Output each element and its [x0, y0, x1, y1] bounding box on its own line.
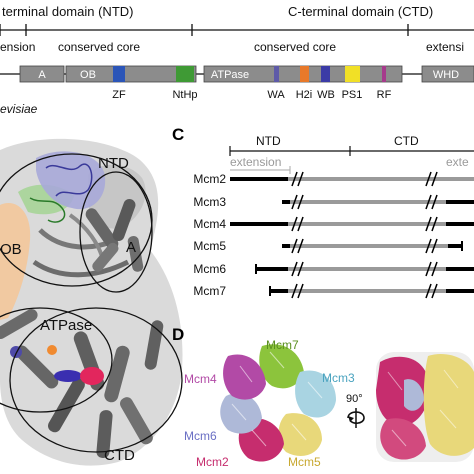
zf-trace — [45, 163, 93, 197]
h2i-motif — [47, 345, 57, 355]
mcm4-subunit — [223, 354, 266, 400]
domain-box-a-label: A — [38, 69, 46, 81]
row-label-mcm6: Mcm6 — [193, 262, 226, 276]
domain-box-whd — [421, 65, 474, 83]
hexamer-side-view — [376, 352, 474, 462]
a-domain-outline — [79, 171, 153, 293]
mcm3-label: Mcm3 — [322, 371, 355, 385]
side-mcm5 — [423, 353, 474, 456]
motif-h2i — [300, 66, 309, 82]
species-label: evisiae — [0, 102, 38, 116]
motif-zf — [113, 66, 125, 82]
atpase-label: ATPase — [40, 317, 92, 334]
hexamer-top-view — [220, 344, 336, 462]
mcm6-label: Mcm6 — [184, 429, 217, 443]
side-mcm2-lower — [380, 418, 426, 460]
mcm5-subunit — [278, 413, 322, 456]
central-channel — [268, 394, 288, 414]
helix — [120, 397, 153, 445]
row-label-mcm2: Mcm2 — [193, 172, 226, 186]
ob-region — [0, 203, 31, 320]
walker-a-motif — [54, 370, 82, 382]
row-label-mcm4: Mcm4 — [193, 217, 226, 231]
mcm7-label: Mcm7 — [266, 338, 299, 352]
atpase-outline — [0, 307, 113, 413]
conserved-core-left-label: conserved core — [58, 40, 140, 54]
mcm7-subunit — [259, 344, 304, 389]
panel-d: D Mcm7 Mcm4 Mcm3 Mcm6 Mcm2 Mcm5 90° — [172, 325, 474, 469]
domain-box-whd-label: WHD — [433, 69, 459, 81]
helix — [112, 198, 136, 242]
mcm6-subunit — [220, 393, 262, 434]
panel-d-letter: D — [172, 325, 184, 344]
domain-box-ob-label: OB — [80, 69, 96, 81]
row-mcm6 — [255, 264, 474, 274]
domain-box-atpase-label: ATPase — [211, 69, 249, 81]
break-marks — [291, 171, 438, 299]
ctd-title: C-terminal domain (CTD) — [288, 4, 433, 19]
ribbon — [32, 259, 130, 278]
motif-h2i-label: H2i — [296, 89, 313, 101]
ob-label: OB — [0, 241, 22, 258]
motif-ps1 — [345, 66, 360, 82]
ctd-outline — [9, 307, 183, 453]
row-mcm7 — [269, 286, 474, 296]
helix — [96, 410, 113, 459]
motif-nthp-label: NtHp — [172, 89, 197, 101]
row-label-mcm5: Mcm5 — [193, 239, 226, 253]
helix — [104, 345, 130, 403]
rotation-arrowhead-icon — [348, 416, 354, 422]
ctd-label: CTD — [104, 447, 135, 464]
ntd-outline — [0, 153, 153, 287]
helix — [15, 345, 59, 389]
extension-right-label: exte — [446, 155, 469, 169]
ntd-header: NTD — [256, 134, 281, 148]
motif-wa — [274, 66, 279, 82]
extension-left-label: ension — [0, 40, 35, 54]
motif-wb — [321, 66, 330, 82]
panel-b: NTD A OB ATPase CTD — [0, 138, 183, 466]
ntd-label: NTD — [98, 155, 129, 172]
a-domain-label: A — [126, 239, 136, 256]
row-label-mcm7: Mcm7 — [193, 284, 226, 298]
helix — [144, 320, 164, 370]
helix — [92, 242, 119, 272]
motif-wb-label: WB — [317, 89, 335, 101]
ctd-header: CTD — [394, 134, 419, 148]
wb-motif — [10, 346, 22, 358]
motif-wa-label: WA — [267, 89, 285, 101]
motif-nthp — [176, 66, 194, 82]
green-trace — [29, 197, 66, 223]
helix — [85, 208, 119, 250]
extension-label: extension — [230, 155, 281, 169]
helix — [0, 309, 38, 339]
ntd-title: terminal domain (NTD) — [2, 4, 133, 19]
helix — [48, 378, 85, 433]
motif-rf — [382, 66, 386, 82]
helix-texture — [231, 351, 323, 447]
panel-c-letter: C — [172, 125, 184, 144]
motif-ps1-label: PS1 — [342, 89, 363, 101]
motif-rf-label: RF — [377, 89, 392, 101]
row-label-mcm3: Mcm3 — [193, 195, 226, 209]
domain-box-ob — [65, 65, 197, 83]
rotation-arrow-icon — [347, 411, 365, 424]
motif-zf-label: ZF — [112, 89, 126, 101]
mcm3-subunit — [295, 370, 336, 418]
mcm4-label: Mcm4 — [184, 372, 217, 386]
arginine-finger-site — [80, 367, 104, 385]
rotation-label: 90° — [346, 393, 363, 405]
side-mcm6 — [404, 379, 424, 411]
mcm5-label: Mcm5 — [288, 455, 321, 469]
helix — [127, 236, 144, 272]
panel-c: C NTD CTD extension exte Mcm2 Mcm3 Mcm4 … — [172, 125, 474, 299]
panel-a: terminal domain (NTD) C-terminal domain … — [0, 4, 474, 116]
domain-box-a — [19, 65, 65, 83]
conserved-core-right-label: conserved core — [254, 40, 336, 54]
row-mcm5 — [282, 241, 463, 251]
mcm2-label: Mcm2 — [196, 455, 229, 469]
extension-right-label: extensi — [426, 40, 464, 54]
side-helix-texture — [387, 369, 459, 447]
